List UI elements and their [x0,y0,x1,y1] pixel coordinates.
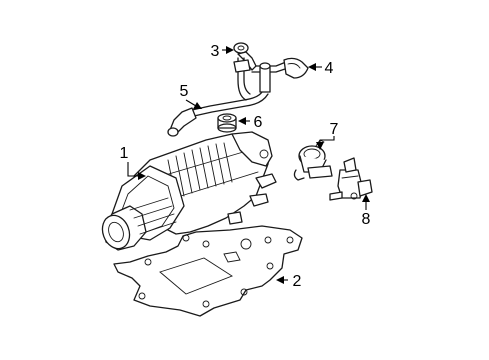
callout-4: 4 [325,60,334,77]
leader-line-8 [362,194,370,210]
vacuum-hose-assembly [167,42,309,137]
callout-7: 7 [330,121,339,138]
callout-1: 1 [120,145,129,162]
leader-line-4 [308,63,322,71]
callout-3: 3 [211,43,220,60]
grommet [217,113,237,133]
leader-line-1 [127,162,146,180]
callout-2: 2 [293,273,302,290]
leader-line-2 [276,276,288,284]
callout-6: 6 [254,114,263,131]
vacuum-actuator [293,139,333,181]
leader-line-5 [185,99,202,109]
callout-5: 5 [180,83,189,100]
gasket-plate [113,225,303,317]
leader-line-6 [238,117,250,125]
leader-line-3 [222,46,234,54]
supercharger-assembly [101,131,277,251]
leader-line-7 [316,136,335,150]
callout-8: 8 [362,211,371,228]
solenoid-valve [329,157,373,201]
